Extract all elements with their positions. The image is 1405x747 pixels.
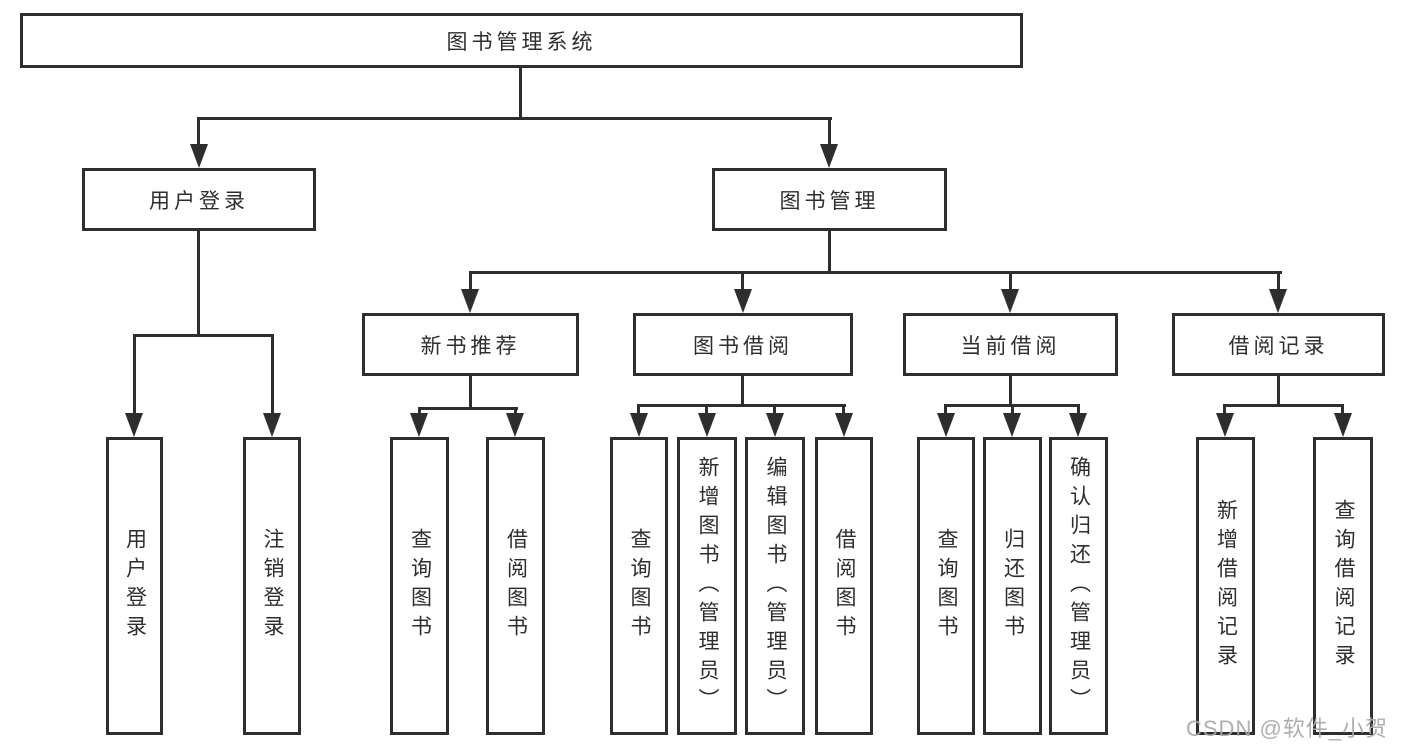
node-borrow-records: 借阅记录 <box>1172 313 1385 376</box>
arrowhead-down-icon <box>937 413 955 437</box>
leaf-confirm-return-admin: 确认归还（管理员） <box>1049 437 1108 735</box>
connector-vline <box>1277 374 1280 407</box>
connector-vline <box>773 404 776 416</box>
connector-hline <box>197 117 832 120</box>
arrowhead-down-icon <box>125 413 143 437</box>
leaf-logout: 注销登录 <box>243 437 301 735</box>
leaf-borrow-books: 借阅图书 <box>815 437 873 735</box>
connector-vline <box>519 66 522 120</box>
connector-vline <box>705 404 708 416</box>
arrowhead-down-icon <box>1216 413 1234 437</box>
connector-vline <box>197 117 200 147</box>
leaf-edit-books-admin: 编辑图书（管理员） <box>745 437 805 735</box>
arrowhead-down-icon <box>410 413 428 437</box>
arrowhead-down-icon <box>1069 413 1087 437</box>
connector-vline <box>469 374 472 410</box>
leaf-add-borrow-record: 新增借阅记录 <box>1196 437 1255 735</box>
arrowhead-down-icon <box>1001 289 1019 313</box>
leaf-user-login: 用户登录 <box>106 437 163 735</box>
node-root: 图书管理系统 <box>20 13 1023 68</box>
connector-vline <box>133 334 136 416</box>
connector-hline <box>637 404 846 407</box>
csdn-watermark: CSDN @软件_小贺同学 <box>1186 716 1389 741</box>
connector-vline <box>944 404 947 416</box>
connector-hline <box>133 334 274 337</box>
connector-vline <box>1077 404 1080 416</box>
arrowhead-down-icon <box>1003 413 1021 437</box>
arrowhead-down-icon <box>1269 289 1287 313</box>
leaf-add-books-admin: 新增图书（管理员） <box>677 437 737 735</box>
connector-vline <box>1277 271 1280 293</box>
connector-vline <box>1223 404 1226 416</box>
leaf-return-books: 归还图书 <box>983 437 1042 735</box>
connector-vline <box>1011 404 1014 416</box>
connector-vline <box>469 271 472 293</box>
connector-vline <box>197 229 200 337</box>
connector-vline <box>828 229 831 274</box>
node-book-management: 图书管理 <box>712 168 947 231</box>
node-user-login: 用户登录 <box>82 168 316 231</box>
arrowhead-down-icon <box>263 413 281 437</box>
connector-hline <box>418 407 518 410</box>
leaf-query-books: 查询图书 <box>610 437 668 735</box>
connector-vline <box>741 374 744 407</box>
connector-vline <box>741 271 744 293</box>
connector-vline <box>637 404 640 416</box>
leaf-query-borrow-record: 查询借阅记录 <box>1313 437 1373 735</box>
connector-vline <box>1009 271 1012 293</box>
arrowhead-down-icon <box>1334 413 1352 437</box>
arrowhead-down-icon <box>190 144 208 168</box>
arrowhead-down-icon <box>506 413 524 437</box>
arrowhead-down-icon <box>835 413 853 437</box>
connector-vline <box>1009 374 1012 407</box>
arrowhead-down-icon <box>734 289 752 313</box>
arrowhead-down-icon <box>698 413 716 437</box>
connector-vline <box>1341 404 1344 416</box>
leaf-borrow-books: 借阅图书 <box>486 437 545 735</box>
arrowhead-down-icon <box>461 289 479 313</box>
leaf-query-books: 查询图书 <box>390 437 449 735</box>
arrowhead-down-icon <box>820 144 838 168</box>
arrowhead-down-icon <box>630 413 648 437</box>
connector-hline <box>469 271 1282 274</box>
node-book-borrow: 图书借阅 <box>633 313 853 376</box>
connector-vline <box>842 404 845 416</box>
connector-vline <box>271 334 274 416</box>
connector-hline <box>1223 404 1344 407</box>
leaf-query-books: 查询图书 <box>917 437 975 735</box>
arrowhead-down-icon <box>766 413 784 437</box>
connector-vline <box>828 117 831 147</box>
node-new-book-recommend: 新书推荐 <box>362 313 579 376</box>
node-current-borrow: 当前借阅 <box>903 313 1118 376</box>
